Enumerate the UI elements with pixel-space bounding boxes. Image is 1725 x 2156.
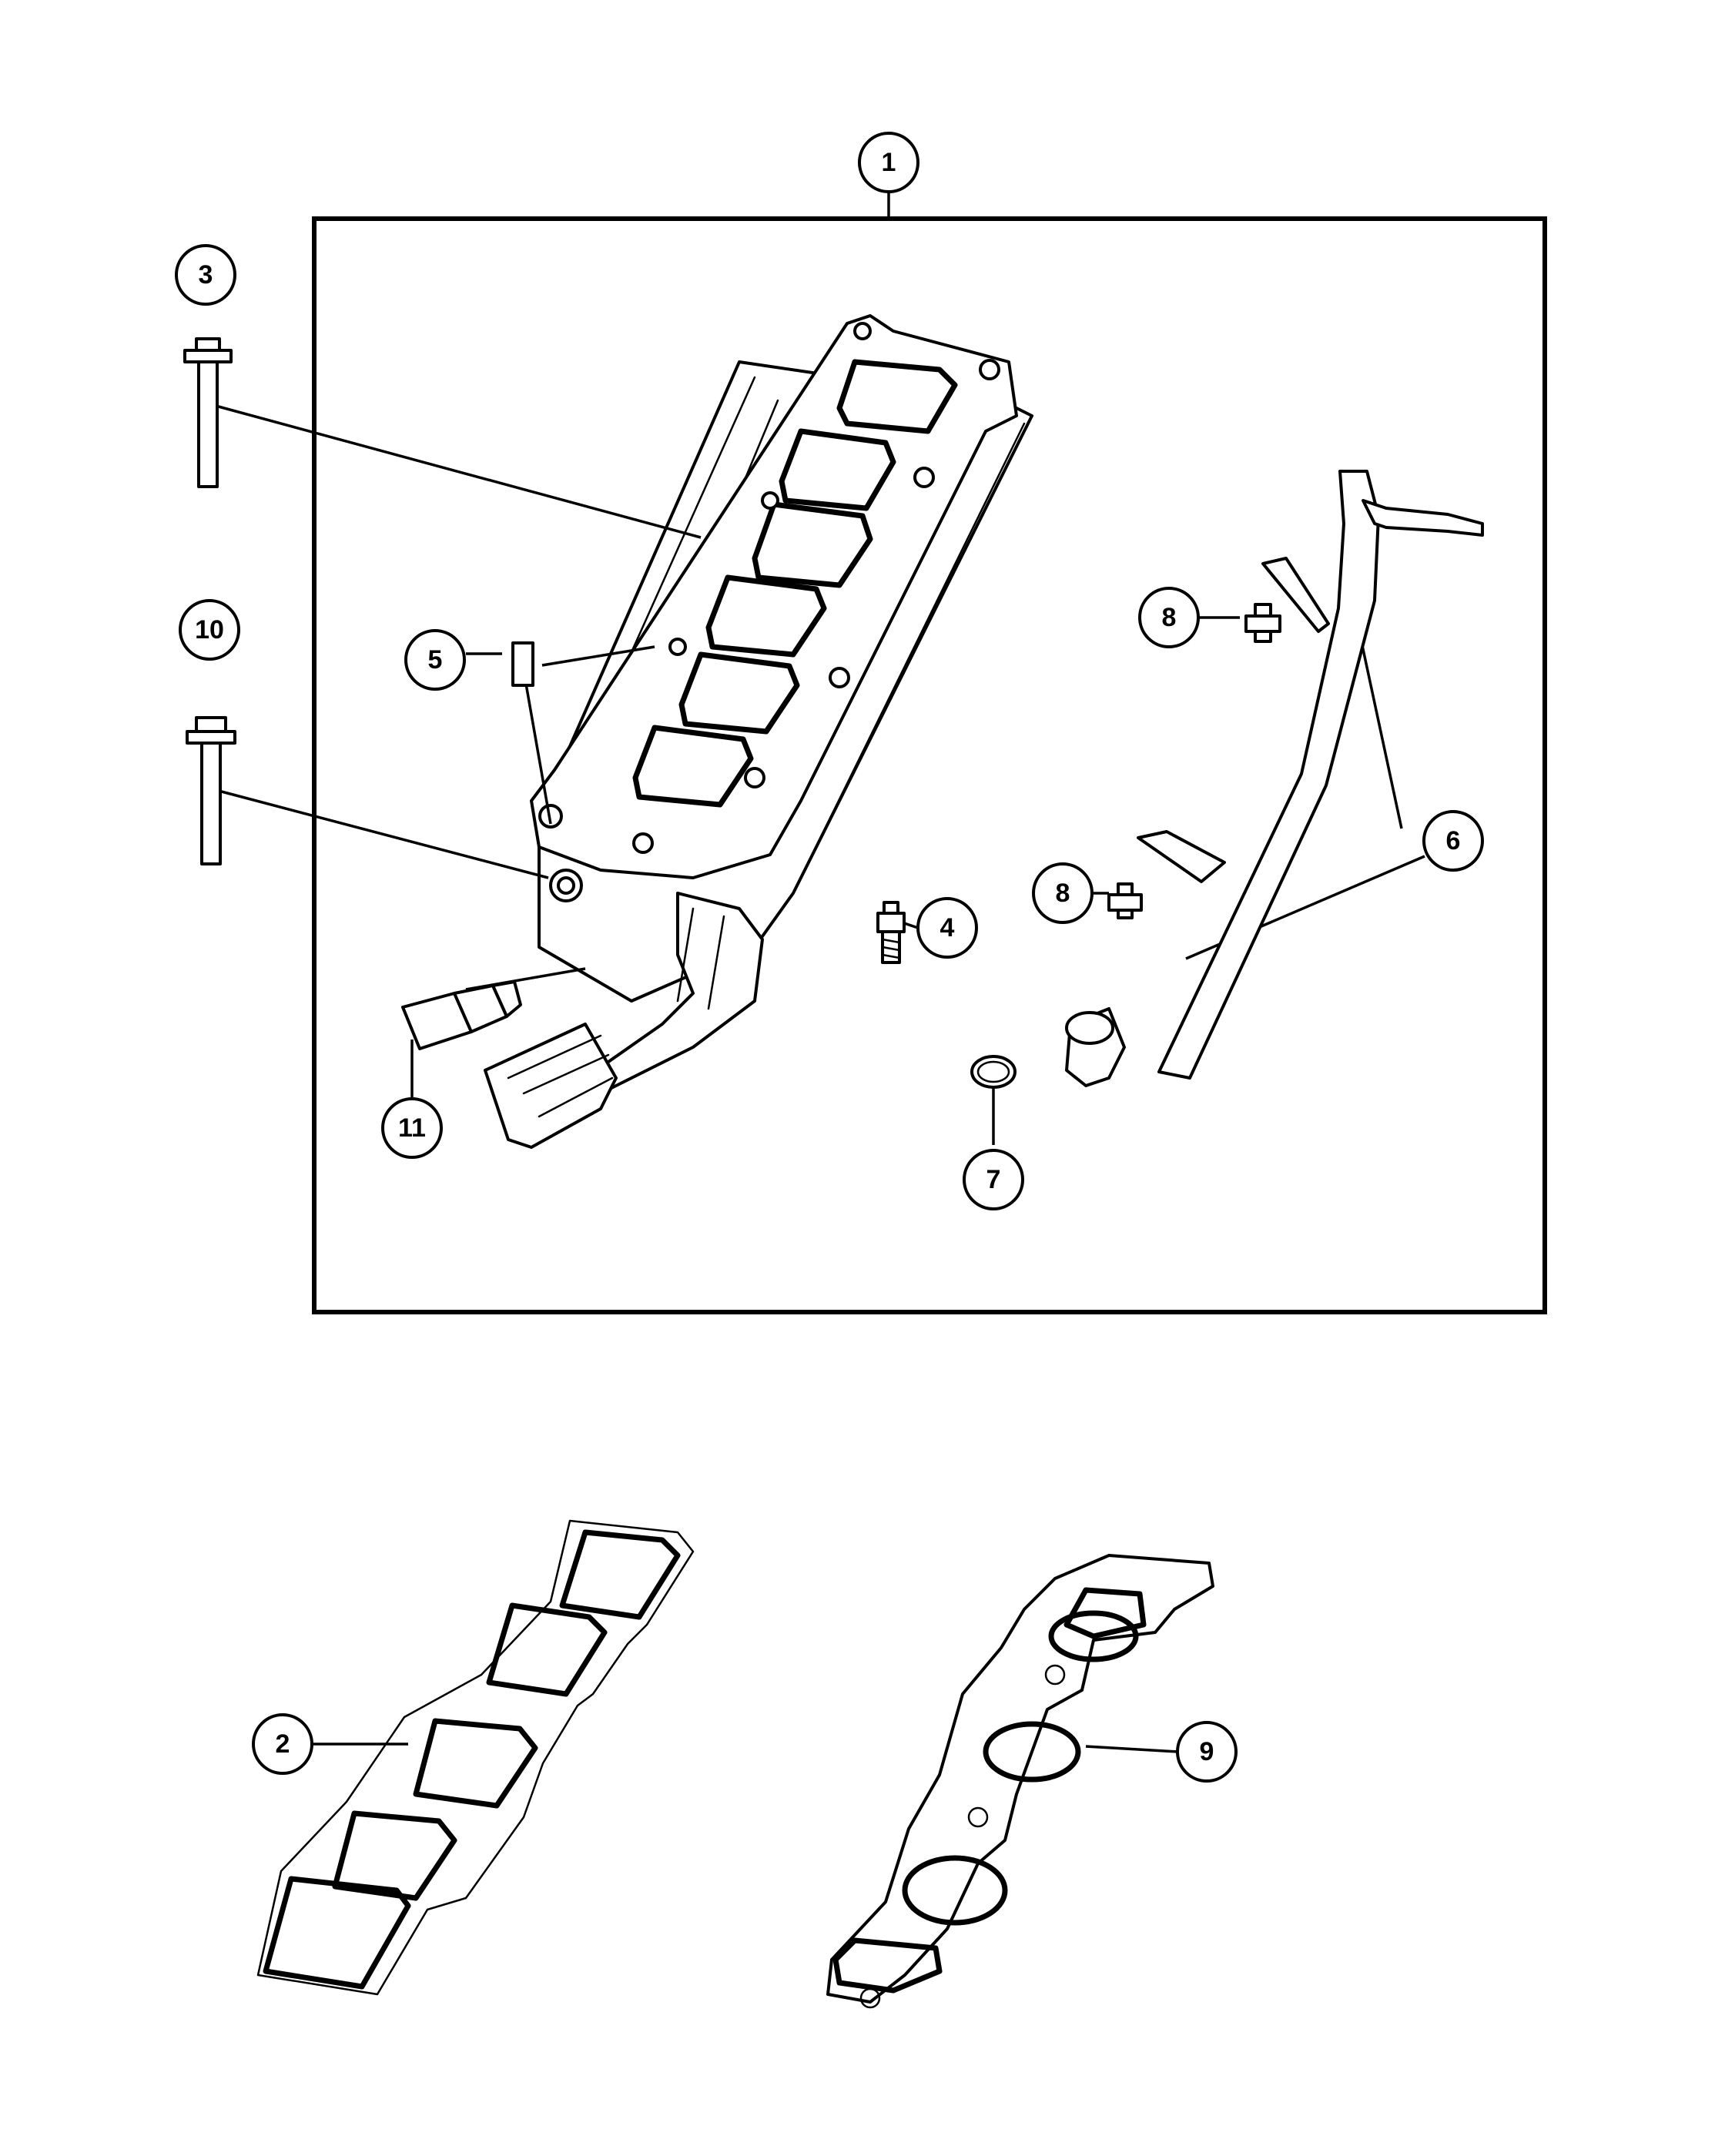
callout-4-label: 4 bbox=[940, 913, 955, 942]
o-ring-7 bbox=[970, 1055, 1017, 1089]
intake-manifold bbox=[484, 314, 1033, 1149]
callout-3-label: 3 bbox=[199, 260, 213, 290]
callout-9-label: 9 bbox=[1200, 1737, 1214, 1766]
callout-6-label: 6 bbox=[1446, 826, 1461, 855]
callout-3: 3 bbox=[175, 244, 236, 306]
callout-5: 5 bbox=[404, 629, 466, 691]
callout-1: 1 bbox=[858, 132, 919, 193]
bolt-8-lower bbox=[1107, 882, 1143, 919]
callout-8-lower: 8 bbox=[1032, 862, 1094, 924]
bolt-3 bbox=[183, 337, 233, 488]
coolant-tube-6 bbox=[1065, 470, 1484, 1087]
callout-10-label: 10 bbox=[195, 615, 224, 644]
callout-7: 7 bbox=[963, 1149, 1024, 1210]
bolt-8-upper bbox=[1244, 603, 1281, 643]
dowel-5 bbox=[511, 641, 534, 687]
bolt-10 bbox=[186, 716, 236, 865]
sensor-11 bbox=[401, 980, 522, 1050]
callout-2: 2 bbox=[252, 1713, 313, 1775]
callout-10: 10 bbox=[179, 599, 240, 661]
callout-2-label: 2 bbox=[276, 1729, 290, 1759]
assembly-frame bbox=[312, 216, 1547, 1314]
callout-9: 9 bbox=[1176, 1721, 1238, 1783]
gasket-2 bbox=[256, 1519, 695, 1996]
callout-8-lower-label: 8 bbox=[1056, 879, 1070, 908]
runner-ports bbox=[632, 359, 958, 808]
callout-11-label: 11 bbox=[398, 1113, 426, 1143]
callout-6: 6 bbox=[1422, 810, 1484, 872]
callout-11: 11 bbox=[381, 1097, 443, 1159]
callout-7-label: 7 bbox=[986, 1165, 1001, 1194]
callout-5-label: 5 bbox=[428, 645, 443, 675]
callout-4: 4 bbox=[916, 897, 978, 959]
callout-8-upper: 8 bbox=[1138, 587, 1200, 648]
gasket-9 bbox=[826, 1554, 1214, 2009]
bleeder-valve-4 bbox=[876, 901, 906, 964]
callout-1-label: 1 bbox=[882, 148, 896, 177]
callout-8-upper-label: 8 bbox=[1162, 603, 1177, 632]
